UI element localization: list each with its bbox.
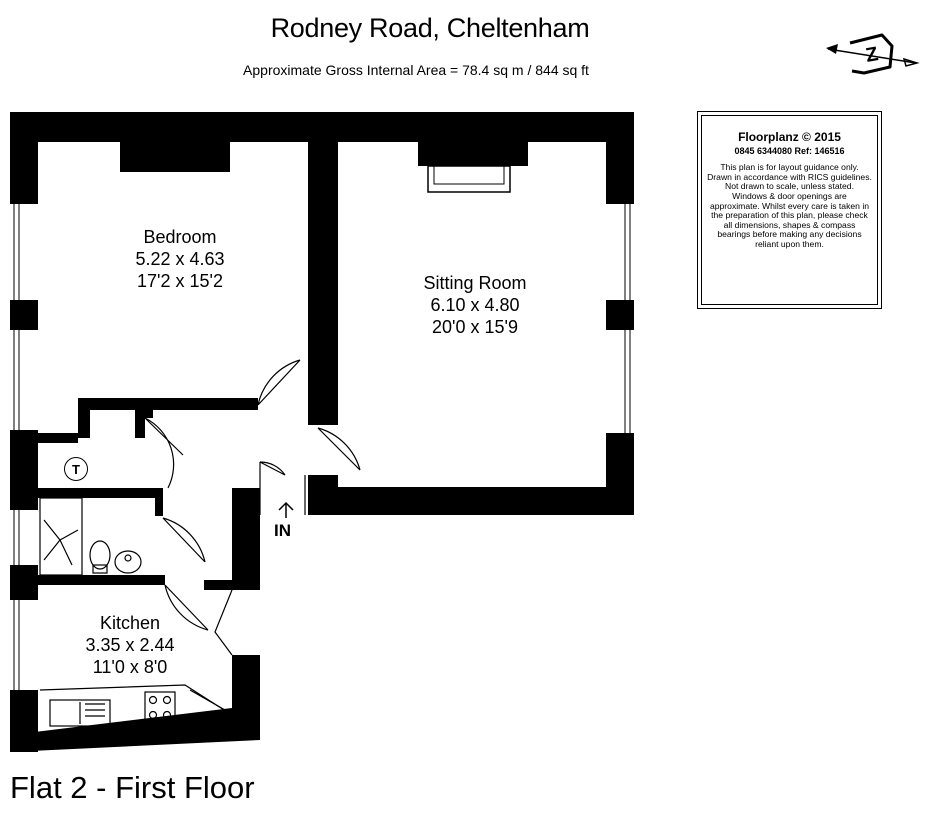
copyright-text: Floorplanz © 2015 — [738, 130, 841, 144]
bedroom-metric: 5.22 x 4.63 — [135, 248, 225, 269]
walls — [10, 112, 634, 752]
reference-text: 0845 6344080 Ref: 146516 — [734, 146, 845, 156]
floor-label: Flat 2 - First Floor — [10, 770, 255, 805]
windows — [13, 204, 631, 690]
tank-symbol: T — [64, 457, 88, 481]
entrance-label: IN — [274, 521, 291, 540]
bedroom-imperial: 17'2 x 15'2 — [137, 270, 223, 291]
entrance-arrow-icon — [278, 501, 294, 518]
compass-letter: Z — [864, 43, 880, 67]
fireplace-icon — [427, 165, 511, 193]
disclaimer-box: Floorplanz © 2015 0845 6344080 Ref: 1465… — [697, 111, 882, 309]
sitting-room-label: Sitting Room 6.10 x 4.80 20'0 x 15'9 — [400, 273, 550, 339]
kitchen-fixtures — [39, 684, 233, 727]
plan-title: Rodney Road, Cheltenham — [270, 13, 590, 43]
bathroom-fixtures — [39, 497, 142, 576]
sitting-room-name: Sitting Room — [423, 273, 527, 293]
kitchen-name: Kitchen — [99, 613, 161, 633]
bedroom-name: Bedroom — [143, 227, 217, 247]
compass-icon: Z — [824, 33, 920, 82]
disclaimer-text: This plan is for layout guidance only. D… — [707, 162, 872, 249]
sitting-room-imperial: 20'0 x 15'9 — [432, 316, 518, 337]
sitting-room-metric: 6.10 x 4.80 — [430, 294, 520, 315]
doors — [144, 359, 361, 656]
gross-area-text: Approximate Gross Internal Area = 78.4 s… — [243, 62, 589, 78]
kitchen-imperial: 11'0 x 8'0 — [92, 656, 168, 677]
kitchen-metric: 3.35 x 2.44 — [85, 634, 175, 655]
kitchen-label: Kitchen 3.35 x 2.44 11'0 x 8'0 — [70, 613, 190, 679]
bedroom-label: Bedroom 5.22 x 4.63 17'2 x 15'2 — [120, 227, 240, 293]
